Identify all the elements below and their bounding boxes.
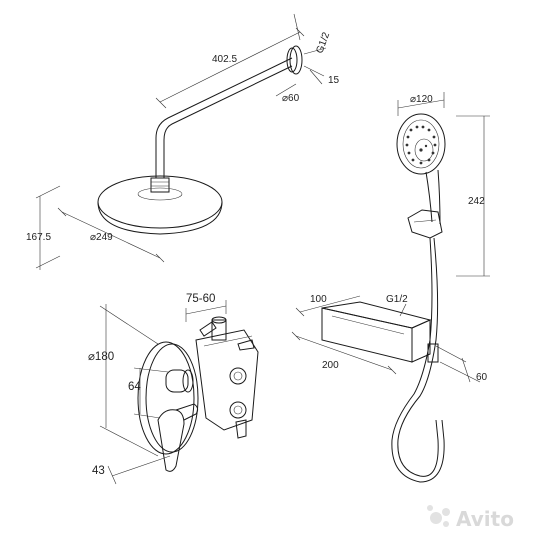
label-hand-height: 242 <box>468 196 485 207</box>
label-arm-length: 402.5 <box>212 54 237 65</box>
label-shelf-thread: G1/2 <box>386 294 408 305</box>
label-shelf-height: 60 <box>476 372 488 383</box>
label-shelf-length: 200 <box>322 360 339 371</box>
label-shelf-width: 100 <box>310 294 327 305</box>
label-plate-dia: ⌀180 <box>88 351 114 363</box>
label-body-depth: 75-60 <box>186 293 215 305</box>
label-knob-offset: 64 <box>128 381 141 393</box>
dim-shelf: 100 G1/2 200 60 <box>291 294 488 383</box>
label-hand-dia: ⌀120 <box>410 94 433 105</box>
dim-arm-thread: G1/2 15 ⌀60 <box>275 30 340 104</box>
label-shower-height: 167.5 <box>26 232 51 243</box>
dim-shower-height: 167.5 ⌀249 <box>26 185 165 270</box>
label-head-dia: ⌀249 <box>90 232 113 243</box>
avito-watermark: Avito <box>427 505 514 531</box>
dim-hand-shower: ⌀120 242 <box>397 92 490 277</box>
shelf-assembly <box>321 301 439 363</box>
hand-shower-assembly <box>391 113 446 483</box>
label-arm-thread: G1/2 <box>314 30 332 55</box>
label-handle-offset: 43 <box>92 465 105 477</box>
rain-shower-assembly <box>97 45 303 235</box>
dim-mixer: 75-60 ⌀180 64 43 <box>88 293 227 485</box>
watermark-text: Avito <box>456 507 514 531</box>
label-arm-depth: 15 <box>328 75 340 86</box>
dim-arm-length: 402.5 <box>155 13 305 109</box>
concealed-mixer-assembly <box>137 316 259 472</box>
label-flange-dia: ⌀60 <box>282 93 300 104</box>
